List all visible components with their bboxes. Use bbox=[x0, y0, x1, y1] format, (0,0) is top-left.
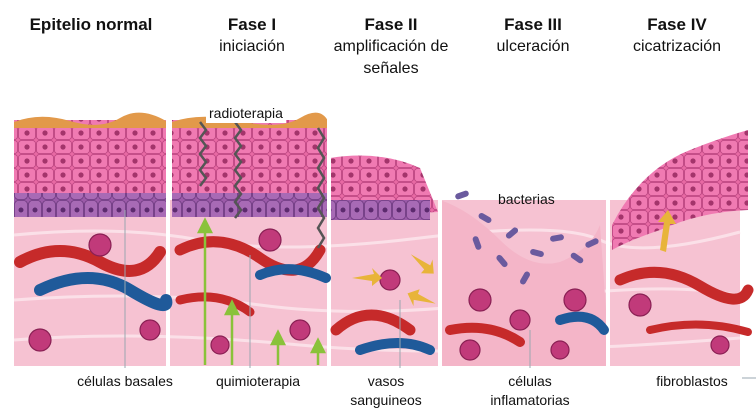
header-subtitle: iniciación bbox=[182, 36, 322, 58]
header-title: Fase II bbox=[326, 14, 456, 36]
header-subtitle: ulceración bbox=[468, 36, 598, 58]
blood-vessels-label: vasos sanguineos bbox=[334, 372, 438, 410]
epithelium-normal bbox=[14, 113, 166, 217]
header-phase-4: Fase IV cicatrización bbox=[606, 14, 748, 58]
fibroblasts-label: fibroblastos bbox=[640, 372, 744, 391]
inflammatory-cells-label: células inflamatorias bbox=[478, 372, 582, 410]
epithelium-phase-1 bbox=[172, 113, 328, 217]
header-title: Fase III bbox=[468, 14, 598, 36]
header-normal-epithelium: Epitelio normal bbox=[10, 14, 172, 36]
radiotherapy-label: radioterapia bbox=[206, 104, 286, 123]
bacteria-label: bacterias bbox=[498, 190, 555, 209]
header-subtitle: amplificación de señales bbox=[326, 36, 456, 80]
header-phase-3: Fase III ulceración bbox=[468, 14, 598, 58]
header-phase-1: Fase I iniciación bbox=[182, 14, 322, 58]
header-subtitle: cicatrización bbox=[606, 36, 748, 58]
header-title: Fase I bbox=[182, 14, 322, 36]
header-phase-2: Fase II amplificación de señales bbox=[326, 14, 456, 80]
epithelium-phase-2 bbox=[330, 156, 438, 220]
header-title: Epitelio normal bbox=[10, 14, 172, 36]
basal-cells-label: células basales bbox=[70, 372, 180, 391]
chemotherapy-label: quimioterapia bbox=[196, 372, 320, 391]
header-title: Fase IV bbox=[606, 14, 748, 36]
